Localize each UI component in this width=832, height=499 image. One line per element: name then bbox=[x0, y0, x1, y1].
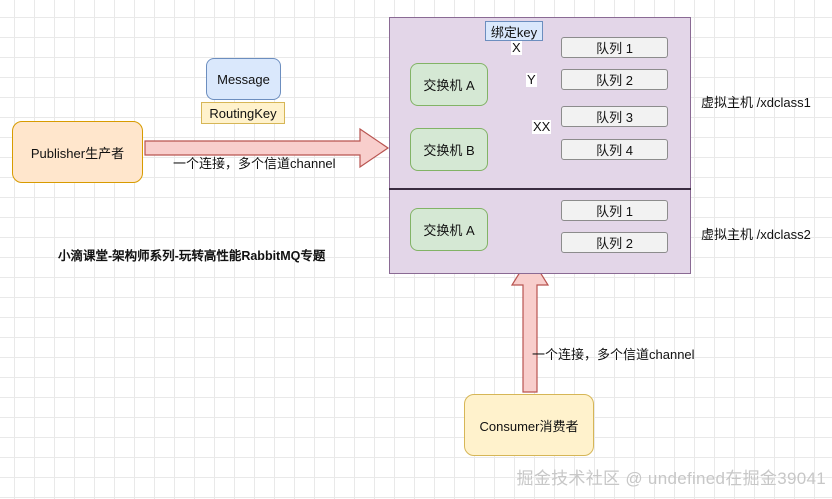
vhost-divider bbox=[389, 188, 691, 190]
vhost2-queue-2[interactable]: 队列 2 bbox=[561, 232, 668, 253]
vhost1-queue-3-label: 队列 3 bbox=[596, 110, 633, 125]
vhost1-queue-4[interactable]: 队列 4 bbox=[561, 139, 668, 160]
consumer-connection-label: 一个连接，多个信道channel bbox=[532, 347, 695, 362]
publisher-connection-arrow bbox=[144, 127, 390, 169]
binding-key-text: 绑定key bbox=[490, 24, 538, 40]
message-label: Message bbox=[217, 71, 270, 87]
watermark: 掘金技术社区 @ undefined在掘金39041 bbox=[516, 469, 826, 488]
vhost1-queue-4-label: 队列 4 bbox=[596, 143, 633, 158]
message-node[interactable]: Message bbox=[206, 58, 281, 100]
vhost1-name: 虚拟主机 /xdclass1 bbox=[701, 95, 811, 110]
vhost1-exchange-a[interactable]: 交换机 A bbox=[410, 63, 488, 106]
consumer-node[interactable]: Consumer消费者 bbox=[464, 394, 594, 456]
edge-label-xx: XX bbox=[532, 119, 552, 134]
vhost2-queue-1-label: 队列 1 bbox=[596, 204, 633, 219]
vhost1-exchange-a-label: 交换机 A bbox=[423, 78, 475, 93]
vhost1-queue-2[interactable]: 队列 2 bbox=[561, 69, 668, 90]
consumer-connection-arrow bbox=[510, 254, 550, 393]
vhost1-queue-2-label: 队列 2 bbox=[596, 73, 633, 88]
edge-label-y: Y bbox=[526, 72, 537, 87]
vhost1-queue-3[interactable]: 队列 3 bbox=[561, 106, 668, 127]
binding-key-label[interactable]: 绑定key bbox=[485, 21, 543, 41]
vhost2-name: 虚拟主机 /xdclass2 bbox=[701, 227, 811, 242]
publisher-connection-label: 一个连接，多个信道channel bbox=[173, 156, 336, 171]
vhost1-exchange-b[interactable]: 交换机 B bbox=[410, 128, 488, 171]
edge-label-x: X bbox=[511, 40, 522, 55]
vhost1-queue-1-label: 队列 1 bbox=[596, 41, 633, 56]
consumer-label: Consumer消费者 bbox=[479, 418, 579, 434]
routing-key-node[interactable]: RoutingKey bbox=[201, 102, 285, 124]
vhost2-exchange-a[interactable]: 交换机 A bbox=[410, 208, 488, 251]
vhost2-exchange-a-label: 交换机 A bbox=[423, 223, 475, 238]
vhost2-queue-1[interactable]: 队列 1 bbox=[561, 200, 668, 221]
publisher-node[interactable]: Publisher生产者 bbox=[12, 121, 143, 183]
vhost1-queue-1[interactable]: 队列 1 bbox=[561, 37, 668, 58]
vhost2-queue-2-label: 队列 2 bbox=[596, 236, 633, 251]
vhost1-exchange-b-label: 交换机 B bbox=[423, 143, 475, 158]
diagram-title: 小滴课堂-架构师系列-玩转高性能RabbitMQ专题 bbox=[58, 249, 326, 263]
publisher-label: Publisher生产者 bbox=[30, 145, 125, 161]
routing-key-label: RoutingKey bbox=[209, 105, 277, 121]
